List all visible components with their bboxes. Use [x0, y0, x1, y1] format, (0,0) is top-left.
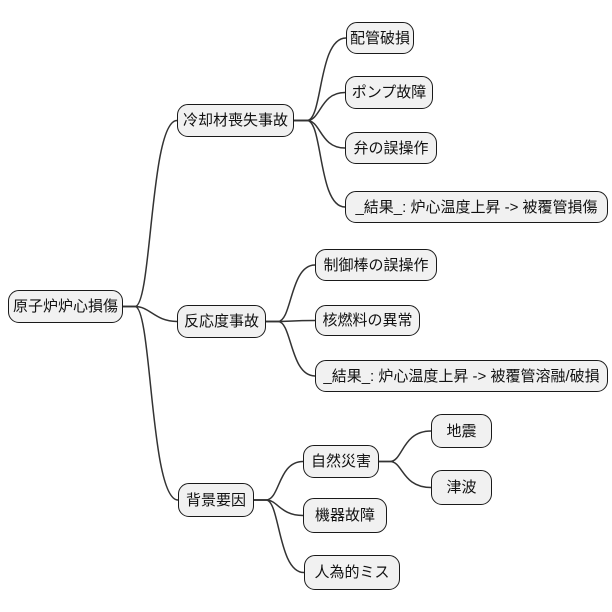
node-control-rod-misoperation: 制御棒の誤操作: [315, 249, 437, 281]
edge-reactivity-to-result: [265, 320, 316, 377]
node-reactor-core-damage: 原子炉炉心損傷: [8, 290, 123, 323]
node-pump-failure: ポンプ故障: [345, 76, 433, 109]
edge-background-to-human: [253, 499, 305, 574]
node-pipe-rupture: 配管破損: [346, 22, 414, 54]
node-equipment-failure: 機器故障: [303, 498, 387, 533]
node-valve-misoperation: 弁の誤操作: [345, 132, 437, 164]
node-reactivity-result: _結果_: 炉心温度上昇 -> 被覆管溶融/破損: [315, 360, 608, 392]
edge-root-to-loca: [122, 119, 178, 308]
node-fuel-abnormality: 核燃料の異常: [315, 305, 420, 336]
node-background-factors: 背景要因: [178, 483, 254, 517]
node-loss-of-coolant-accident: 冷却材喪失事故: [177, 104, 294, 137]
edge-root-to-reactivity: [122, 305, 178, 323]
edge-disaster-to-tsunami: [378, 460, 432, 489]
edge-background-to-equipment: [253, 499, 304, 517]
node-human-error: 人為的ミス: [304, 555, 400, 590]
node-earthquake: 地震: [431, 414, 492, 448]
edge-root-to-background: [122, 305, 179, 501]
edge-loca-to-valve: [293, 119, 346, 149]
edge-loca-to-pump: [293, 91, 346, 122]
edge-loca-to-result: [293, 119, 346, 208]
node-loca-result: _結果_: 炉心温度上昇 -> 被覆管損傷: [345, 191, 608, 223]
node-reactivity-accident: 反応度事故: [177, 305, 266, 338]
edge-reactivity-to-controlrod: [265, 264, 316, 323]
edge-disaster-to-earthquake: [378, 430, 432, 463]
node-natural-disaster: 自然災害: [303, 445, 379, 478]
node-tsunami: 津波: [431, 470, 492, 505]
edge-background-to-disaster: [253, 460, 304, 501]
